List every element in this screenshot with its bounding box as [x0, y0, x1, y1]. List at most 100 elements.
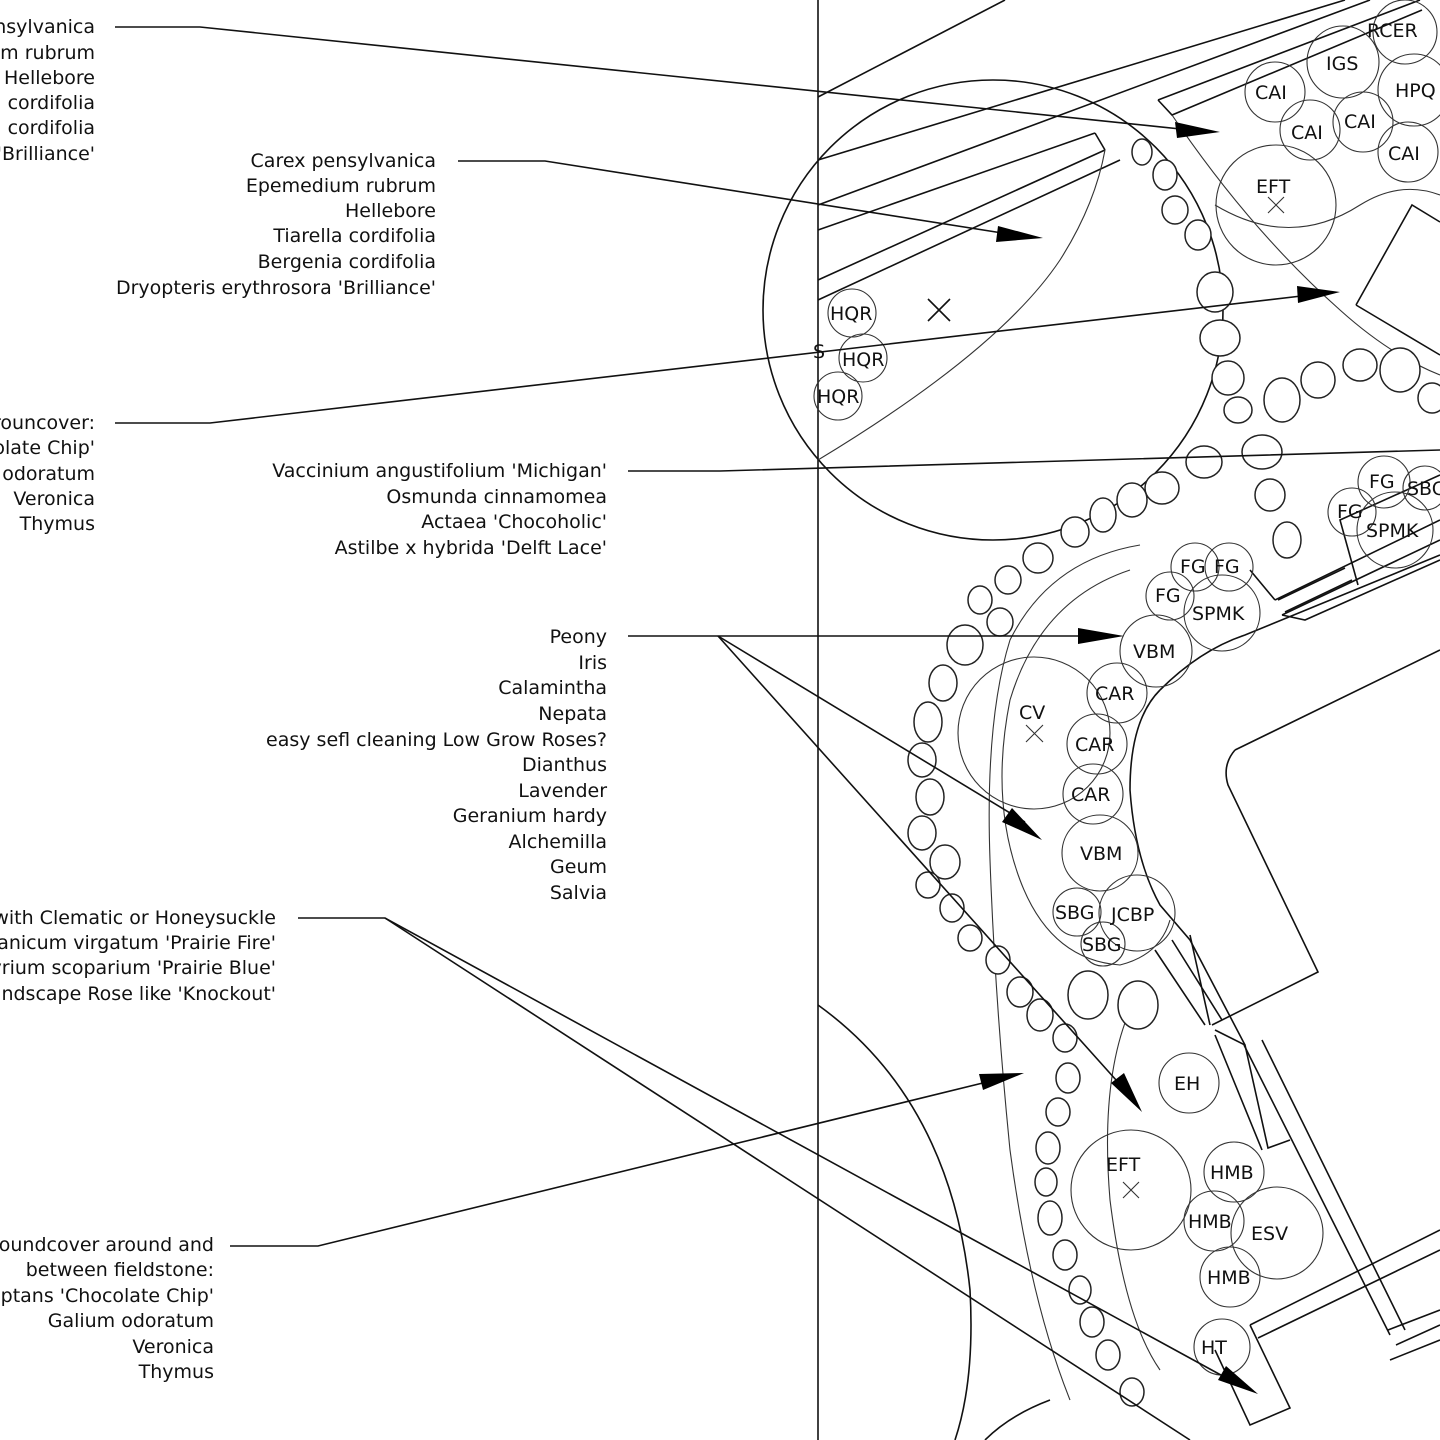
- plant-circle: [1158, 1052, 1220, 1114]
- leader-line: [115, 26, 1191, 131]
- fieldstone: [1068, 1275, 1092, 1305]
- plant-circle: [1183, 574, 1261, 652]
- plant-circle: [1327, 487, 1377, 537]
- plant-tag: HQR: [817, 386, 859, 408]
- note-line: between fieldstone:: [26, 1259, 214, 1281]
- note-fence-mix: with Clematic or Honeysuckle ranicum vir…: [0, 907, 276, 1005]
- note-line: Veronica: [13, 488, 95, 510]
- arrowhead: [996, 226, 1043, 242]
- plant-tag: HQR: [842, 349, 884, 371]
- note-line: ranicum virgatum 'Prairie Fire': [0, 932, 276, 954]
- note-line: Vaccinium angustifolium 'Michigan': [272, 460, 607, 482]
- fieldstone: [1263, 377, 1301, 423]
- fieldstone: [907, 815, 937, 851]
- plant-tag: EH: [1174, 1073, 1200, 1095]
- wall-line: [817, 132, 1096, 231]
- walk-strip: [1214, 1229, 1440, 1427]
- note-line: Galium odoratum: [48, 1310, 214, 1332]
- plant-tag: VBM: [1080, 843, 1122, 865]
- plant-symbols: [813, 0, 1440, 1376]
- wall-line: [817, 159, 1121, 301]
- plant-tag: FG: [1214, 556, 1240, 578]
- note-line: Thymus: [138, 1361, 214, 1383]
- plant-tag: RCER: [1367, 20, 1418, 42]
- plant-circle: [1098, 874, 1176, 952]
- plant-tag: HPQ: [1395, 80, 1436, 102]
- leader-line: [717, 635, 1026, 823]
- fieldstone: [1185, 445, 1223, 479]
- note-line: Actaea 'Chocoholic': [421, 511, 607, 533]
- arrowhead: [1002, 808, 1042, 840]
- fieldstone: [1079, 1306, 1105, 1338]
- leader-line: [230, 1079, 996, 1247]
- plant-circle: [813, 371, 863, 421]
- plant-circle: [1062, 763, 1124, 825]
- leader-line: [628, 449, 1440, 472]
- arrowhead: [979, 1073, 1024, 1090]
- plant-tag: CAI: [1291, 122, 1323, 144]
- plant-circle: [1244, 61, 1306, 123]
- note-line: Astilbe x hybrida 'Delft Lace': [335, 537, 607, 559]
- tree-center-mark: [927, 298, 951, 322]
- fieldstone: [1026, 998, 1054, 1032]
- plant-circle: [1204, 542, 1254, 592]
- plant-circle: [1402, 465, 1440, 511]
- plant-circle: [1052, 887, 1102, 937]
- plant-tag: FG: [1369, 471, 1395, 493]
- note-line: 'Brilliance': [0, 143, 95, 165]
- fieldstone: [1117, 980, 1159, 1030]
- plant-circle: [1279, 99, 1341, 161]
- fieldstone: [1379, 347, 1421, 393]
- bed-outline: [988, 544, 1141, 1401]
- plant-tag: CAI: [1344, 111, 1376, 133]
- leader-line: [384, 917, 1191, 1440]
- fieldstone: [929, 844, 961, 880]
- bed-outline: [1001, 569, 1171, 966]
- walk-strip: [1387, 1309, 1440, 1361]
- note-line: roundcover around and: [0, 1234, 214, 1256]
- fieldstone: [928, 664, 958, 702]
- note-line: easy sefl cleaning Low Grow Roses?: [266, 729, 607, 751]
- plant-tag: SPMK: [1366, 520, 1419, 542]
- plant-circle: [1332, 91, 1394, 153]
- plant-circle: [1070, 1129, 1192, 1251]
- plant-circle: [1145, 571, 1195, 621]
- fieldstone: [1052, 1239, 1078, 1271]
- tree-canopy-lower: [984, 1399, 1051, 1440]
- fieldstone: [985, 945, 1011, 975]
- plant-circle: [1372, 0, 1438, 65]
- tree-center-mark: [1122, 1181, 1140, 1199]
- note-line: Alchemilla: [509, 831, 607, 853]
- plant-circle: [1061, 814, 1139, 892]
- tree-center-mark: [1025, 724, 1044, 743]
- note-line: Bergenia cordifolia: [258, 251, 436, 273]
- fieldstone: [1089, 497, 1117, 533]
- plant-tag: JCBP: [1110, 904, 1154, 926]
- building-wall: [1129, 689, 1246, 1046]
- tree-center-mark: [1267, 196, 1285, 214]
- fieldstone: [986, 607, 1014, 637]
- arrowhead: [1175, 122, 1220, 138]
- wall-line: [817, 149, 1106, 281]
- plant-tag: HMB: [1210, 1162, 1254, 1184]
- plant-circle: [1230, 1186, 1324, 1280]
- plant-tag: EFT: [1106, 1154, 1141, 1176]
- fieldstone: [1052, 1023, 1078, 1053]
- fieldstone: [1067, 970, 1109, 1020]
- fieldstone-path: [907, 138, 1440, 1407]
- plant-tag: HQR: [830, 303, 872, 325]
- plant-tag: CV: [1019, 702, 1045, 724]
- note-line: Geum: [550, 856, 607, 878]
- note-line: a cordifolia: [0, 92, 95, 114]
- plant-circle: [1086, 662, 1148, 724]
- note-line: Hellebore: [4, 67, 95, 89]
- plant-tag: CAR: [1095, 683, 1134, 705]
- note-line: Dryopteris erythrosora 'Brilliance': [116, 277, 436, 299]
- building-corner: [1355, 203, 1440, 356]
- note-groundcover: rouncover: olate Chip' odoratum Veronica…: [0, 412, 95, 535]
- plant-tag: SBG: [1082, 934, 1121, 956]
- plant-circle: [1215, 144, 1337, 266]
- fieldstone: [1152, 159, 1178, 191]
- building-wall: [1249, 559, 1440, 621]
